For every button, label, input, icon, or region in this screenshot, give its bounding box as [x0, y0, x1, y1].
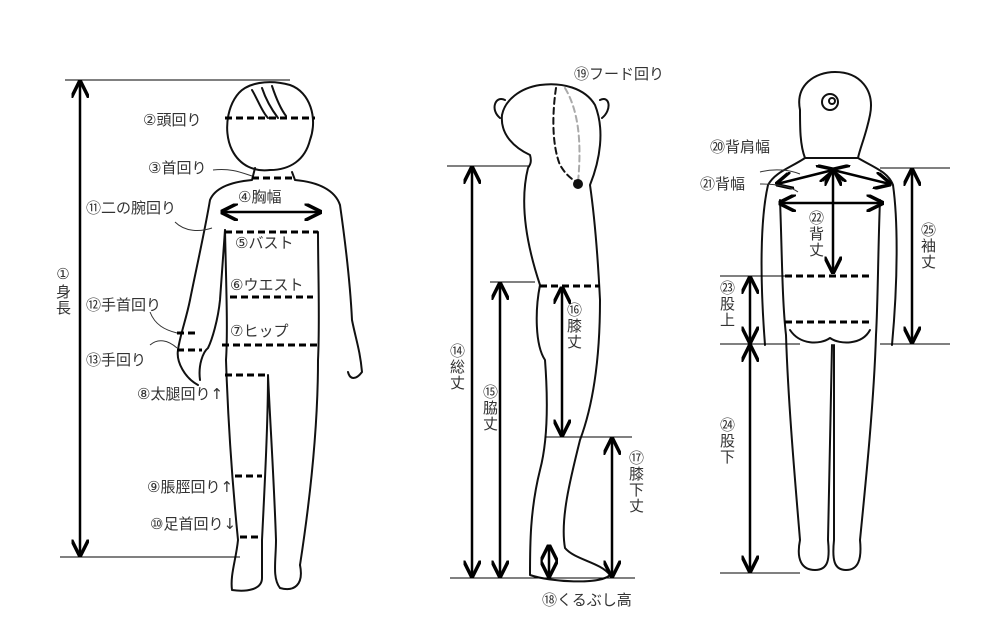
shoulder-width-arrow-right — [833, 170, 890, 184]
label-ankle-height: ⑱くるぶし高 — [542, 591, 632, 609]
label-wrist-circumference: ⑫手首回り — [86, 296, 162, 314]
label-back-shoulder-width: ⑳背肩幅 — [710, 138, 771, 156]
label-rise: ㉓股上 — [718, 280, 736, 328]
label-height: ①身長 — [54, 265, 72, 316]
label-waist: ⑥ウエスト — [230, 276, 304, 294]
label-calf-circumference: ⑨脹脛回り↑ — [147, 478, 234, 496]
label-side-length: ⑮脇丈 — [481, 384, 499, 432]
label-sleeve-length: ㉕袖丈 — [919, 222, 937, 270]
shoulder-width-arrow-left — [777, 170, 833, 184]
label-total-length: ⑭総丈 — [448, 343, 466, 391]
measurement-dashes — [177, 116, 870, 539]
label-hand-circumference: ⑬手回り — [86, 351, 147, 369]
label-neck-circumference: ③首回り — [148, 159, 207, 177]
label-back-width: ㉑背幅 — [700, 175, 746, 193]
measurement-arrows — [80, 82, 912, 576]
label-hip: ⑦ヒップ — [230, 322, 289, 340]
guide-lines — [60, 79, 950, 579]
label-head-circumference: ②頭回り — [143, 111, 202, 129]
label-knee-length: ⑯膝丈 — [565, 302, 583, 350]
label-thigh-circumference: ⑧太腿回り↑ — [137, 385, 224, 403]
label-hood-circumference: ⑲フード回り — [574, 65, 665, 83]
label-chest-width: ④胸幅 — [238, 188, 282, 206]
label-back-length: ㉒背丈 — [807, 210, 825, 258]
front-figure-outline — [176, 81, 363, 592]
label-upper-arm-circumference: ⑪二の腕回り — [86, 199, 177, 217]
side-figure-outline — [493, 83, 611, 583]
label-below-knee-length: ⑰膝下丈 — [627, 450, 645, 514]
label-inseam: ㉔股下 — [718, 417, 736, 465]
label-ankle-circumference: ⑩足首回り↓ — [150, 515, 237, 533]
back-figure-outline — [760, 71, 898, 571]
label-bust: ⑤バスト — [235, 234, 294, 252]
leader-lines — [149, 169, 801, 349]
